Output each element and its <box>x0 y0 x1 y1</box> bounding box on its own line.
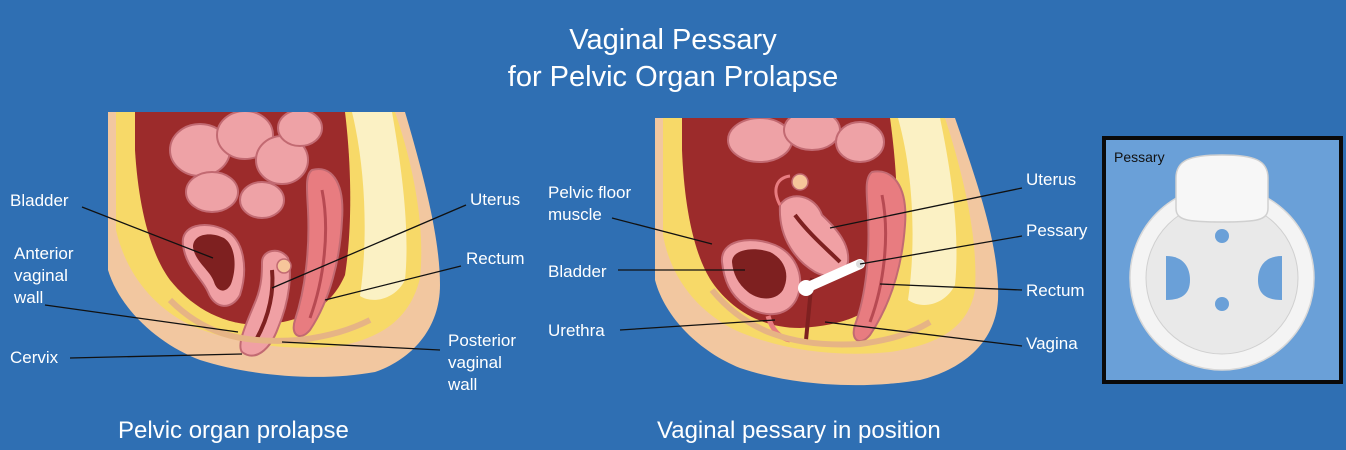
middle-anatomy-diagram <box>655 118 999 386</box>
page-title-line-2: for Pelvic Organ Prolapse <box>507 61 839 93</box>
left-label-uterus: Uterus <box>470 190 521 209</box>
page-title-line-1: Vaginal Pessary <box>569 24 777 56</box>
middle-spine-sacrum <box>898 118 957 305</box>
left-anatomy-diagram <box>108 112 440 377</box>
left-intestines <box>169 112 323 219</box>
middle-label-urethra: Urethra <box>548 321 605 340</box>
left-panel-caption: Pelvic organ prolapse <box>118 417 349 444</box>
middle-uterus <box>774 173 850 277</box>
middle-bladder <box>720 239 802 316</box>
middle-leader-lines <box>611 187 1023 347</box>
middle-label-vagina: Vagina <box>1026 334 1078 353</box>
left-label-bladder: Bladder <box>10 191 69 210</box>
left-label-rectum: Rectum <box>466 249 525 268</box>
middle-pelvic-floor <box>709 288 932 348</box>
left-label-posterior-line-3: wall <box>448 375 478 394</box>
middle-label-uterus: Uterus <box>1026 170 1077 189</box>
inset-label-pessary: Pessary <box>1114 149 1165 165</box>
left-leader-lines <box>44 204 467 359</box>
pessary-closeup-icon <box>1129 154 1315 371</box>
middle-panel-caption: Vaginal pessary in position <box>657 417 941 444</box>
middle-label-pelvic-floor-line-1: Pelvic floor <box>548 183 632 202</box>
left-spine-sacrum <box>352 112 407 300</box>
middle-label-rectum: Rectum <box>1026 281 1085 300</box>
left-label-cervix: Cervix <box>10 348 59 367</box>
middle-intestines <box>727 118 885 163</box>
pessary-inset <box>1102 136 1343 384</box>
left-bladder <box>181 224 246 307</box>
left-label-anterior-line-2: vaginal <box>14 266 68 285</box>
middle-label-bladder: Bladder <box>548 262 607 281</box>
left-pelvic-floor <box>167 297 372 344</box>
left-label-anterior-line-1: Anterior <box>14 244 74 263</box>
left-label-posterior-line-1: Posterior <box>448 331 517 350</box>
left-rectum <box>292 168 344 338</box>
middle-label-pessary: Pessary <box>1026 221 1088 240</box>
left-label-posterior-line-2: vaginal <box>448 353 502 372</box>
left-label-anterior-line-3: wall <box>14 288 44 307</box>
middle-label-pelvic-floor-line-2: muscle <box>548 205 602 224</box>
left-uterus-prolapsed <box>239 249 292 357</box>
